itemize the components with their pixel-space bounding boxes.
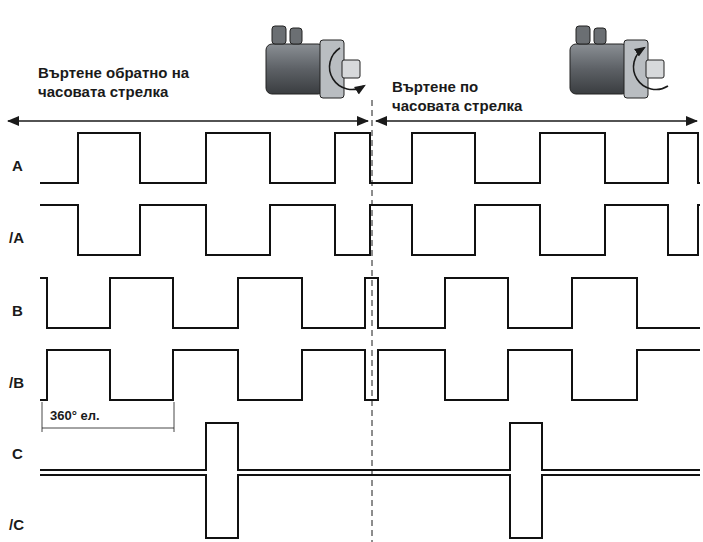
signal-waveform <box>40 475 700 538</box>
signal-name: B <box>12 302 23 321</box>
signal-waveform <box>40 133 700 183</box>
direction-arrow <box>376 120 697 121</box>
dimension-tick <box>174 402 175 432</box>
motor-illustration <box>266 26 364 98</box>
direction-heading: Въртене по часовата стрелка <box>392 78 540 116</box>
signal-name: /B <box>9 374 24 393</box>
dimension-tick <box>42 402 43 432</box>
signal-waveform <box>40 278 700 328</box>
signal-waveform <box>40 350 700 400</box>
signal-name: C <box>12 445 23 464</box>
signal-waveform <box>40 205 700 255</box>
dimension-label: 360° ел. <box>48 408 102 424</box>
direction-heading: Въртене обратно на часовата стрелка <box>38 64 223 102</box>
motor-illustration <box>570 26 668 98</box>
signal-waveform <box>40 423 700 470</box>
dimension-line <box>42 428 174 429</box>
direction-arrow <box>8 120 368 121</box>
signal-name: A <box>12 157 23 176</box>
signal-name: /C <box>9 516 24 535</box>
signal-name: /A <box>9 229 24 248</box>
